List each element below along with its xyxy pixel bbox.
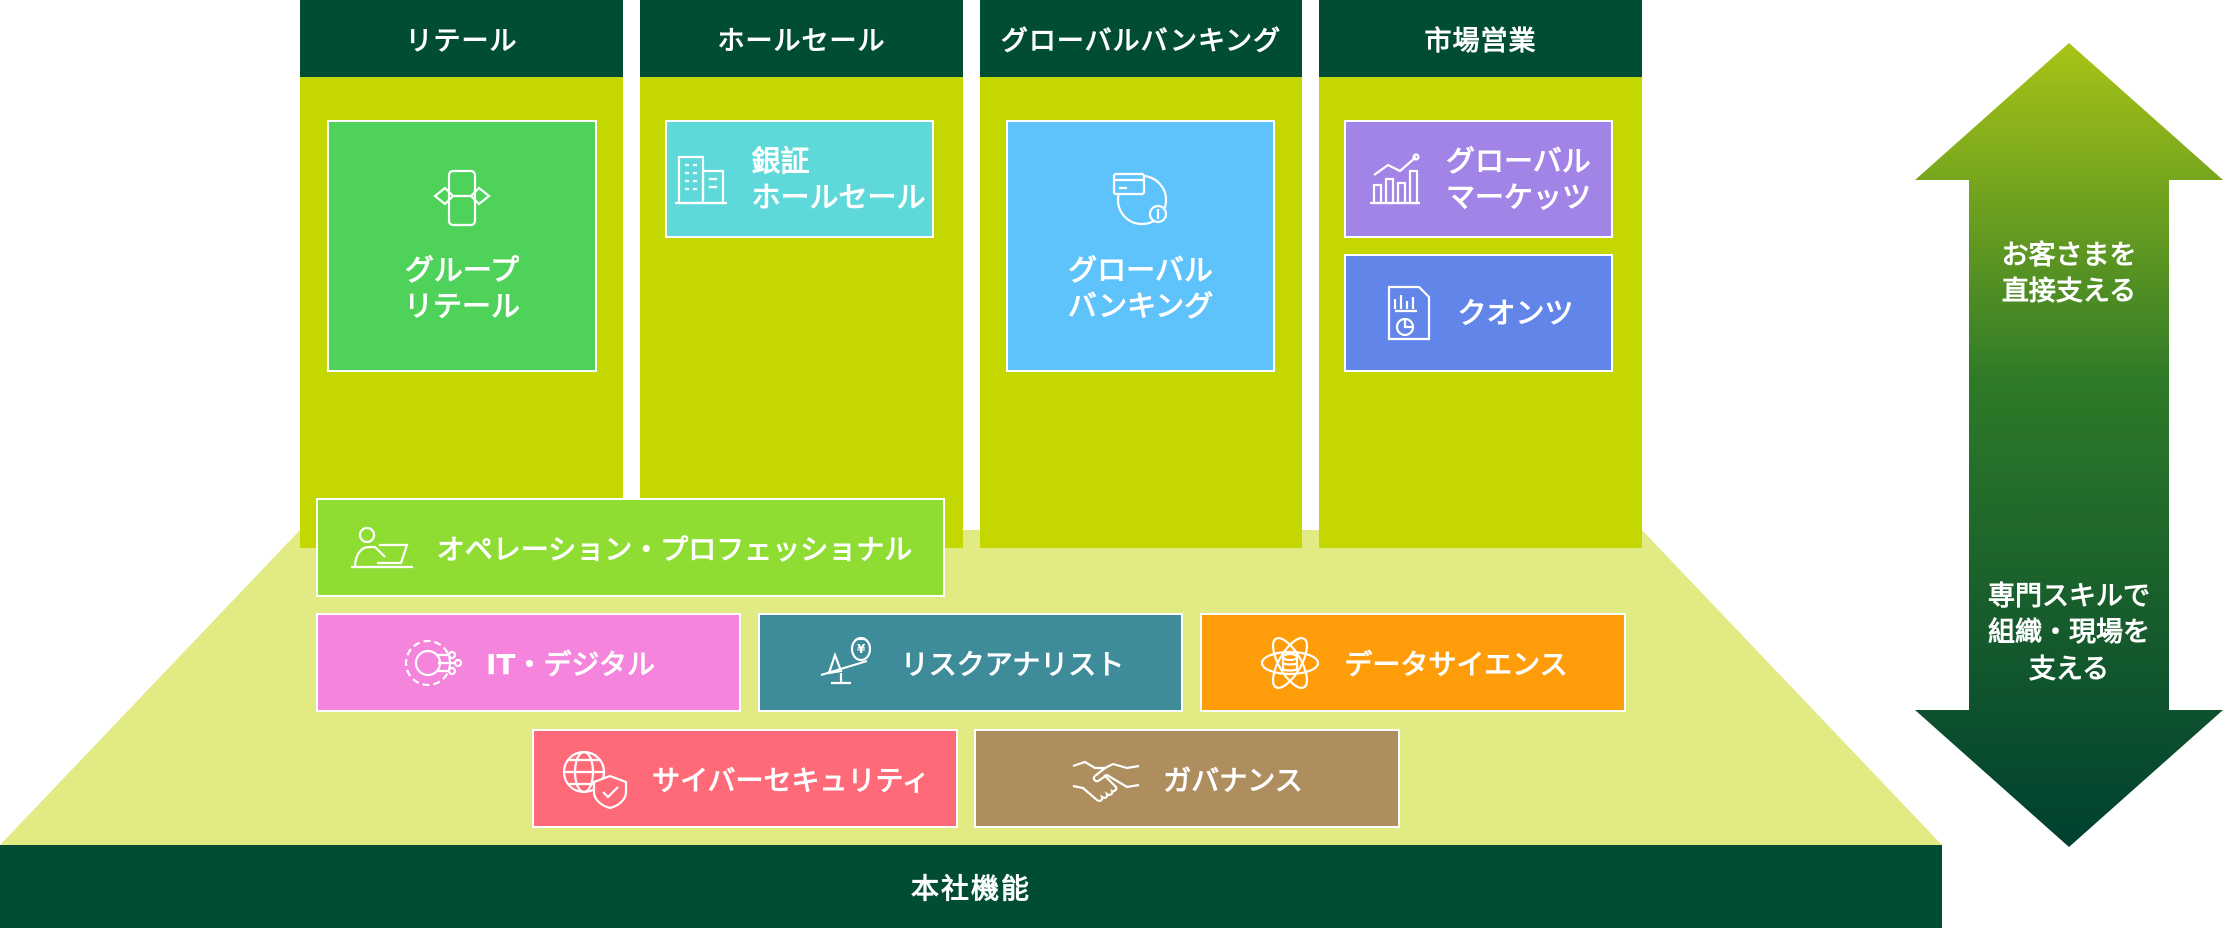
office-building-icon bbox=[673, 151, 729, 207]
person-laptop-icon bbox=[349, 523, 415, 573]
bar-chart-trend-icon bbox=[1366, 151, 1424, 207]
bar-label-it-digital: IT・デジタル bbox=[486, 647, 655, 681]
bar-label-operations: オペレーション・プロフェッショナル bbox=[436, 532, 913, 566]
bar-data-science: データサイエンス bbox=[1200, 613, 1626, 712]
card-label-securities-wholesale: 銀証 ホールセール bbox=[751, 143, 926, 214]
column-header-global-banking: グローバルバンキング bbox=[980, 0, 1302, 77]
card-global-banking: グローバル バンキング bbox=[1006, 120, 1275, 372]
bar-label-governance: ガバナンス bbox=[1163, 763, 1303, 797]
bar-label-risk-analyst: リスクアナリスト bbox=[900, 647, 1125, 681]
bar-it-digital: IT・デジタル bbox=[316, 613, 741, 712]
card-quants: クオンツ bbox=[1344, 254, 1613, 372]
bar-cyber-security: サイバーセキュリティ bbox=[532, 729, 958, 828]
bar-risk-analyst: ¥ リスクアナリスト bbox=[758, 613, 1183, 712]
card-securities-wholesale: 銀証 ホールセール bbox=[665, 120, 934, 238]
arrow-text-specialist-support: 専門スキルで 組織・現場を 支える bbox=[1988, 581, 2150, 685]
bar-label-data-science: データサイエンス bbox=[1344, 647, 1568, 681]
report-chart-icon bbox=[1383, 283, 1435, 343]
card-global-markets: グローバル マーケッツ bbox=[1344, 120, 1613, 238]
card-label-group-retail: グループ リテール bbox=[403, 252, 520, 323]
arrow-text-direct-support: お客さまを 直接支える bbox=[2001, 240, 2137, 308]
globe-shield-icon bbox=[560, 748, 630, 810]
svg-text:¥: ¥ bbox=[857, 642, 866, 656]
handshake-phone-icon bbox=[431, 168, 493, 228]
atom-database-icon bbox=[1258, 633, 1322, 693]
card-label-global-banking: グローバル バンキング bbox=[1067, 252, 1214, 323]
bar-operations-professional: オペレーション・プロフェッショナル bbox=[316, 498, 945, 597]
bar-label-cyber-security: サイバーセキュリティ bbox=[652, 763, 930, 797]
bar-governance: ガバナンス bbox=[974, 729, 1400, 828]
base-bar-headquarters: 本社機能 bbox=[0, 845, 1942, 928]
card-group-retail: グループ リテール bbox=[327, 120, 597, 372]
globe-card-icon bbox=[1110, 168, 1172, 228]
handshake-icon bbox=[1071, 754, 1141, 804]
card-label-global-markets: グローバル マーケッツ bbox=[1445, 143, 1591, 214]
circuit-gear-icon bbox=[402, 633, 464, 693]
column-header-retail: リテール bbox=[300, 0, 623, 77]
column-wholesale bbox=[640, 0, 963, 548]
column-header-markets: 市場営業 bbox=[1319, 0, 1642, 77]
double-arrow-icon bbox=[1915, 43, 2223, 847]
balance-scale-icon: ¥ bbox=[817, 631, 879, 695]
column-header-wholesale: ホールセール bbox=[640, 0, 963, 77]
card-label-quants: クオンツ bbox=[1457, 295, 1574, 330]
